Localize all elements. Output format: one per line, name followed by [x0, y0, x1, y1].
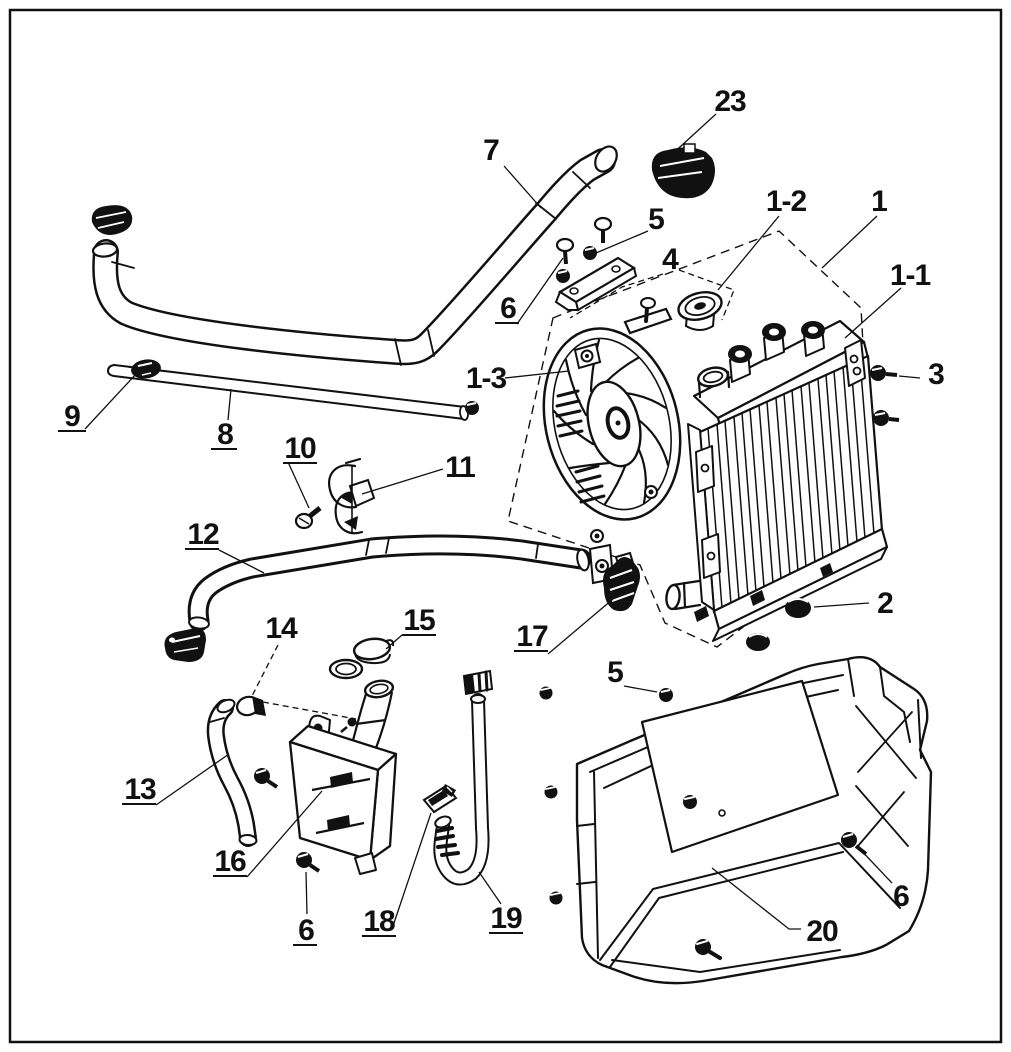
part-radiator-1-1 [665, 319, 889, 642]
callout-5-upper: 5 [648, 203, 664, 236]
part-bracket-4 [554, 256, 638, 312]
callout-1-2: 1-2 [766, 185, 807, 218]
callout-9: 9 [64, 400, 80, 433]
part-clamp-23 [651, 143, 715, 199]
callout-11: 11 [445, 451, 475, 484]
part-screw-10 [294, 506, 322, 530]
part-clamp-14 [236, 695, 266, 717]
part-overflow-tube-8 [106, 363, 479, 421]
callout-15: 15 [403, 604, 435, 637]
part-grommet-2 [746, 598, 811, 651]
callout-7: 7 [483, 134, 499, 167]
callout-13: 13 [124, 773, 156, 806]
callout-3: 3 [928, 358, 944, 391]
callout-14: 14 [265, 612, 298, 645]
part-lower-hose-12 [187, 534, 592, 632]
part-nut-5-lower [659, 688, 673, 702]
callout-12: 12 [187, 518, 219, 551]
callout-labels: 7 23 5 4 6 1-2 1 1-1 3 1-3 9 8 10 11 12 … [64, 85, 945, 948]
part-hose-19 [433, 669, 494, 886]
part-bolt-6-upper [555, 216, 613, 265]
callout-19: 19 [490, 902, 522, 935]
callout-6-lower-left: 6 [298, 914, 314, 947]
callout-23: 23 [714, 85, 746, 118]
part-cooling-fan-1-3 [542, 297, 682, 585]
callout-1: 1 [871, 185, 887, 218]
page-border [8, 8, 1003, 1044]
part-hose-clamp-upper-left [91, 205, 133, 235]
callout-8: 8 [217, 418, 233, 451]
callout-6-upper: 6 [500, 292, 516, 325]
callout-6-lower-right: 6 [893, 880, 909, 913]
part-radiator-cap-1-2 [677, 291, 723, 331]
part-cap-15 [328, 637, 395, 680]
dashed-leader-lines [251, 269, 735, 720]
part-hose-clamp-12 [164, 628, 206, 662]
part-bolt-3 [870, 365, 900, 426]
callout-17: 17 [516, 620, 548, 653]
radiator-fins [707, 359, 875, 609]
callout-20: 20 [806, 915, 838, 948]
callout-1-1: 1-1 [890, 259, 931, 292]
callout-underlines [58, 322, 548, 946]
assembly-boundary-1 [507, 230, 874, 648]
part-nut-5-upper [556, 246, 597, 283]
callout-18: 18 [363, 905, 395, 938]
callout-10: 10 [284, 432, 316, 465]
part-mount-17 [603, 551, 640, 612]
leader-lines [84, 113, 921, 930]
part-reservoir-16 [288, 679, 398, 875]
fan-motor-ribs [555, 389, 606, 504]
callout-5-lower: 5 [607, 656, 623, 689]
part-fan-shroud-20 [539, 656, 933, 985]
part-upper-hose-7 [91, 145, 618, 366]
part-holder-11 [328, 457, 376, 535]
callout-4: 4 [662, 243, 679, 276]
part-hose-13 [206, 698, 258, 847]
callout-1-3: 1-3 [466, 362, 507, 395]
part-clip-9 [131, 359, 161, 379]
part-bolt-6-tank [254, 768, 321, 873]
part-clamp-18 [422, 784, 458, 814]
callout-16: 16 [214, 845, 246, 878]
callout-2: 2 [877, 587, 893, 620]
